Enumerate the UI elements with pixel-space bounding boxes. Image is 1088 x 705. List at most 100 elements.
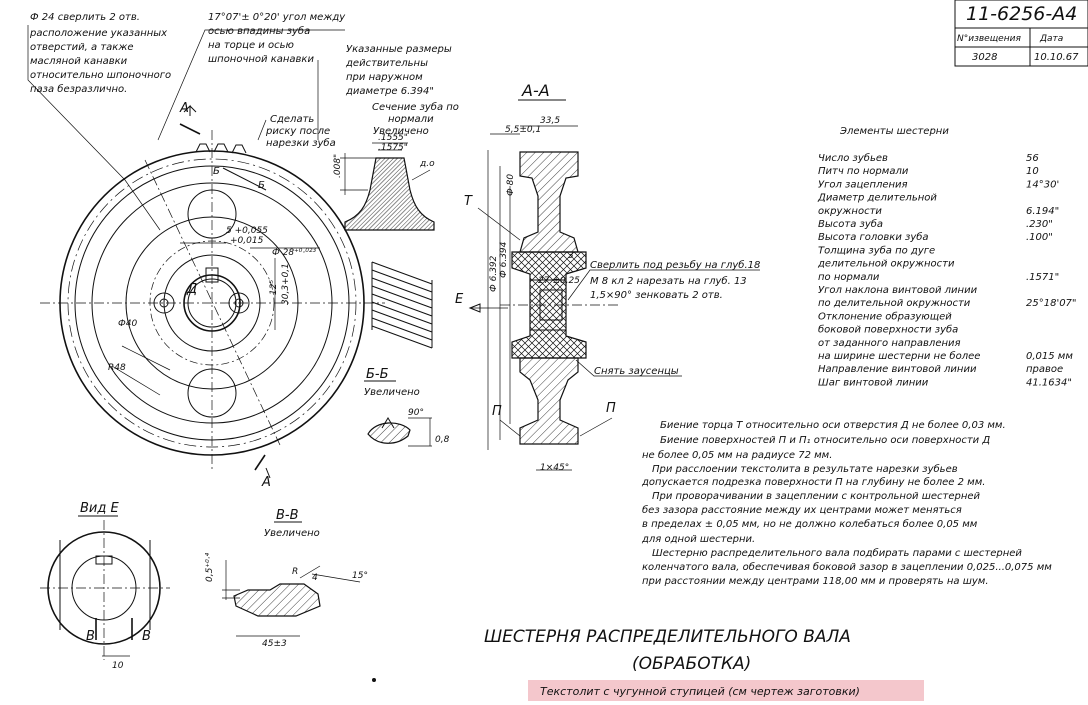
req-line-2: Биение поверхностей П и П₁ относительно … xyxy=(660,435,990,446)
document-stamp: 11-6256-А4 N°извещения Дата 3028 10.10.6… xyxy=(954,0,1088,67)
gear-table-label: Угол наклона винтовой линии xyxy=(818,285,978,296)
dim-05: 0,5⁺⁰·⁴ xyxy=(205,552,215,582)
note-deburr: Снять заусенцы xyxy=(594,366,679,377)
section-vv-subtitle: Увеличено xyxy=(264,528,320,539)
gear-table-value: 25°18'07" xyxy=(1026,298,1077,309)
note-angle-2: осью впадины зуба xyxy=(208,25,310,37)
dim-1575: .1575" xyxy=(378,143,408,153)
label-r: R xyxy=(292,567,298,577)
dim-303: 30,3+0,1 xyxy=(281,263,291,305)
gear-table-label: Число зубьев xyxy=(818,152,888,164)
gear-table-label: по нормали xyxy=(818,272,880,283)
req-line-3: не более 0,05 мм на радиусе 72 мм. xyxy=(642,449,832,461)
gear-table-label: по делительной окружности xyxy=(818,298,971,309)
note-mark-1: Сделать xyxy=(270,114,314,125)
gear-table-label: от заданного направления xyxy=(818,338,961,349)
note-tooth-section-2: нормали xyxy=(388,114,434,125)
note-mark-2: риску после xyxy=(265,126,330,137)
req-line-6: При проворачивании в зацеплении с контро… xyxy=(652,491,981,502)
note-drill-2: расположение указанных xyxy=(29,28,167,39)
gear-table-label: Диаметр делительной xyxy=(817,193,937,204)
note-drill-5: относительно шпоночного xyxy=(30,70,171,81)
label-b-right: Б xyxy=(258,180,265,191)
stamp-col1-header: N°извещения xyxy=(957,34,1021,44)
stamp-col2-header: Дата xyxy=(1039,34,1063,44)
dim-5-lower: +0,015 xyxy=(230,236,264,246)
dim-phi6392: Ф 6.392 xyxy=(489,255,499,292)
note-tooth-section-1: Сечение зуба по xyxy=(372,101,459,113)
gear-table-label: Направление винтовой линии xyxy=(818,364,977,375)
dim-10: 10 xyxy=(112,661,124,671)
drawing-title-line1: ШЕСТЕРНЯ РАСПРЕДЕЛИТЕЛЬНОГО ВАЛА xyxy=(484,627,851,647)
dim-1555: .1555" xyxy=(378,133,408,143)
dim-r48: R48 xyxy=(108,363,126,373)
label-v-right: В xyxy=(142,629,151,644)
gear-table-label: Отклонение образующей xyxy=(818,310,952,322)
gear-table-value: 14°30' xyxy=(1026,179,1059,190)
material-highlight xyxy=(528,680,924,701)
note-mark-3: нарезки зуба xyxy=(266,137,336,149)
gear-table-value: 41.1634" xyxy=(1026,377,1072,388)
gear-table-value: 10 xyxy=(1026,166,1039,177)
dim-1x45: 1×45° xyxy=(540,463,569,473)
note-angle-3: на торце и осью xyxy=(208,40,294,51)
label-v-left: В xyxy=(86,629,95,644)
dim-3: 3 xyxy=(568,251,574,261)
note-drill-1: Ф 24 сверлить 2 отв. xyxy=(30,12,140,23)
dim-phi28: Ф 28⁺⁰·⁰²³ xyxy=(272,248,316,258)
req-line-8: в пределах ± 0,05 мм, но не должно колеб… xyxy=(642,518,978,530)
doc-number: 11-6256-А4 xyxy=(966,3,1077,25)
note-tooth-section-3: Увеличено xyxy=(373,126,429,137)
label-e: Е xyxy=(455,292,464,307)
dim-55: 5,5±0,1 xyxy=(505,125,541,135)
dim-124: 12⁵ xyxy=(269,280,279,295)
gear-table-value: 6.194" xyxy=(1026,206,1059,217)
gear-table-label: Питч по нормали xyxy=(818,166,909,177)
dim-27: 27 ±0,25 xyxy=(538,276,580,286)
note-sizes-1: Указанные размеры xyxy=(346,44,452,55)
ink-dot xyxy=(372,678,376,682)
req-line-7: без зазора расстояние между их центрами … xyxy=(642,504,962,516)
dim-phi80: Ф 80 xyxy=(506,174,516,196)
label-t: Т xyxy=(464,194,473,209)
label-p-left: П xyxy=(492,404,502,419)
dim-45-3: 45±3 xyxy=(262,639,287,649)
gear-table-label: делительной окружности xyxy=(817,259,955,270)
note-sizes-4: диаметре 6.394" xyxy=(345,86,434,97)
dim-15: 15° xyxy=(352,571,368,581)
gear-table-label: Толщина зуба по дуге xyxy=(818,244,935,256)
section-vv-title: В-В xyxy=(276,508,299,523)
dim-90: 90° xyxy=(408,408,424,418)
dim-phi40: Ф40 xyxy=(118,319,137,329)
dim-do: д.о xyxy=(419,159,435,169)
gear-table-label: Шаг винтовой линии xyxy=(818,377,929,388)
note-thread-2: М 8 кл 2 нарезать на глуб. 13 xyxy=(590,275,747,287)
note-drill-4: масляной канавки xyxy=(30,56,128,67)
label-b-left: Б xyxy=(213,166,220,177)
gear-table-value: .230" xyxy=(1026,219,1053,230)
gear-table-value: 56 xyxy=(1026,153,1039,164)
drawing-title-line2: (ОБРАБОТКА) xyxy=(632,654,751,674)
section-bb-subtitle: Увеличено xyxy=(364,387,420,398)
stamp-col2-value: 10.10.67 xyxy=(1034,52,1079,63)
req-line-4: При расслоении текстолита в результате н… xyxy=(652,463,958,475)
gear-table-label: на ширине шестерни не более xyxy=(818,350,980,362)
section-aa-title: А-А xyxy=(521,81,550,100)
dim-008: .008" xyxy=(333,154,343,178)
section-bb-title: Б-Б xyxy=(366,367,389,382)
label-a-top: А xyxy=(179,101,189,116)
gear-table-title: Элементы шестерни xyxy=(839,126,949,137)
req-line-1: Биение торца Т относительно оси отверсти… xyxy=(660,419,1006,431)
note-thread-1: Сверлить под резьбу на глуб.18 xyxy=(590,259,760,271)
gear-table-value: .1571" xyxy=(1026,272,1059,283)
material-note: Текстолит с чугунной ступицей (см чертеж… xyxy=(540,685,860,698)
req-line-10: Шестерню распределительного вала подбира… xyxy=(652,547,1022,559)
req-line-5: допускается подрезка поверхности П на гл… xyxy=(641,476,985,488)
gear-table-value: 0,015 мм xyxy=(1026,351,1073,362)
req-line-9: для одной шестерни. xyxy=(641,534,755,545)
dim-335: 33,5 xyxy=(540,116,560,126)
section-vv-view xyxy=(222,560,361,637)
gear-front-view xyxy=(27,25,385,479)
label-a-bottom: А xyxy=(261,475,271,490)
label-p-right: П xyxy=(606,401,616,416)
